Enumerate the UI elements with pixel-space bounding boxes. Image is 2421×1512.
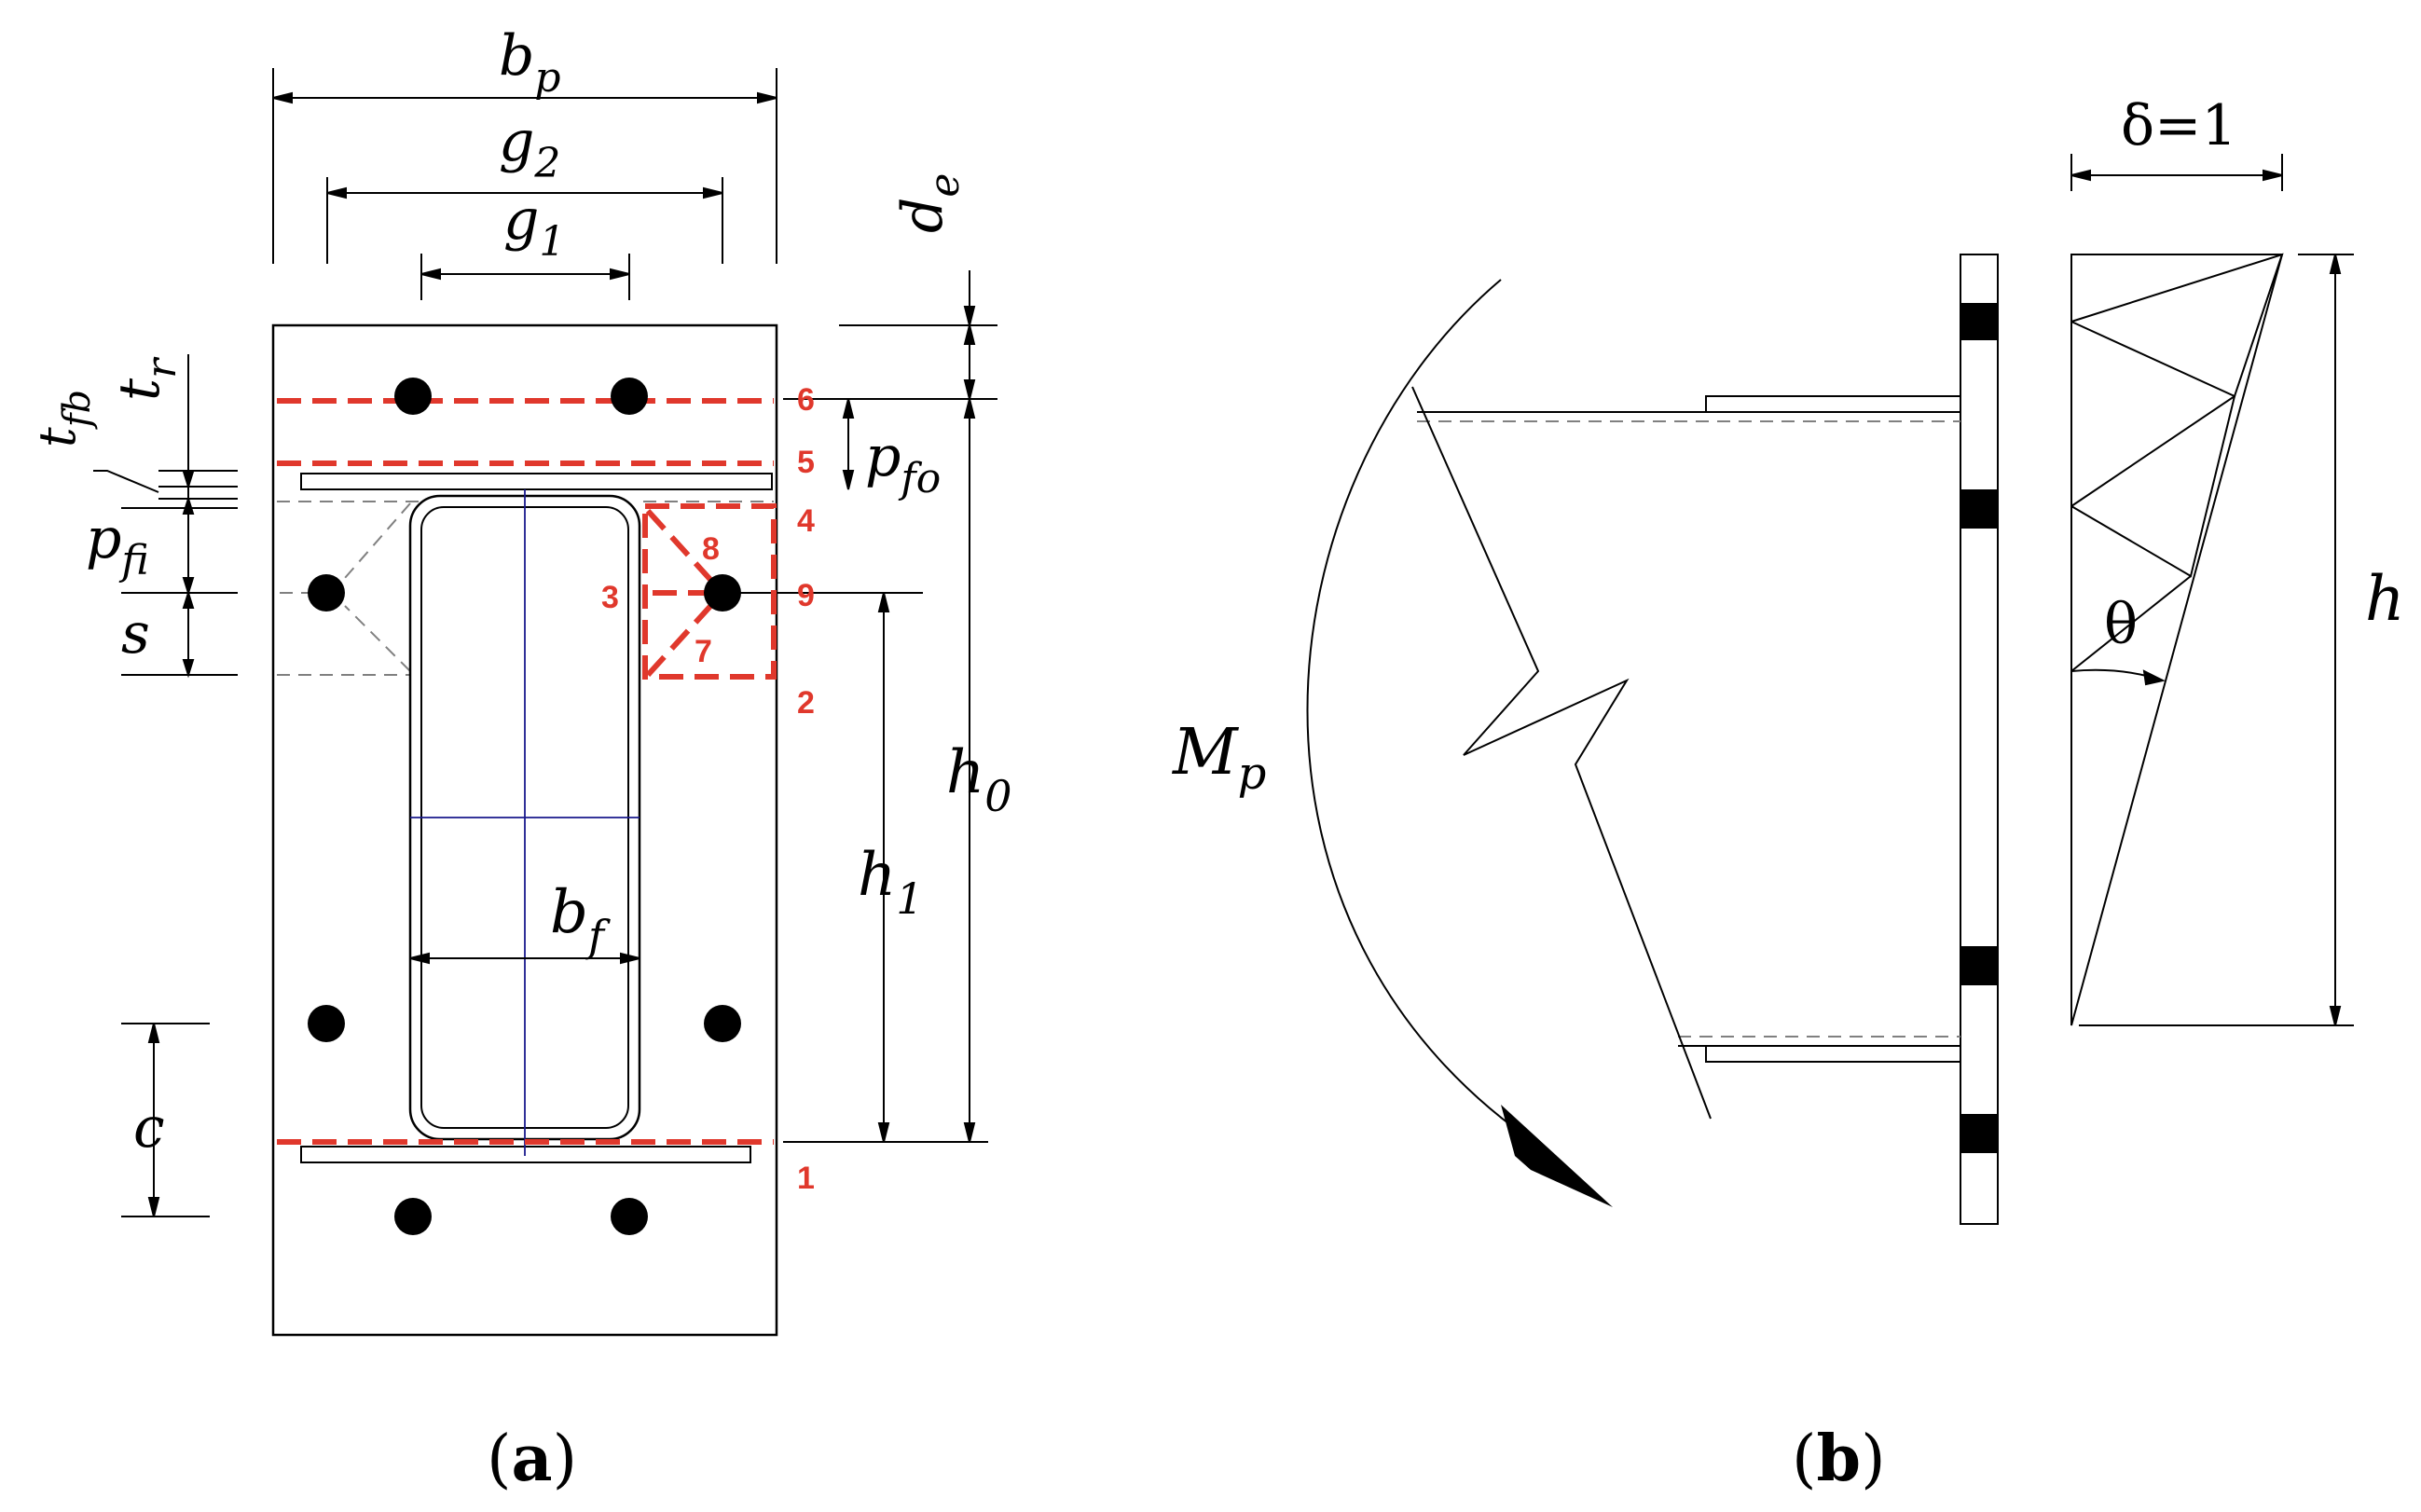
delta-dimension: [2070, 154, 2283, 191]
delta-label: δ=1: [2121, 93, 2237, 158]
end-plate: [271, 323, 778, 1337]
right-dimensions: [708, 270, 997, 1143]
bolt: [308, 1005, 345, 1042]
moment-label: Mp: [1171, 716, 1266, 800]
dim-pfi-label: pfi: [86, 506, 149, 584]
caption-b: (b): [1792, 1422, 1886, 1496]
end-plate-elevation: [1960, 254, 1999, 1225]
yield-line-8: 8: [702, 531, 720, 567]
bolt: [704, 574, 741, 612]
yield-line-1: 1: [797, 1161, 815, 1196]
yield-line-9: 9: [797, 578, 815, 613]
moment-arc: [1306, 279, 1548, 1152]
top-dimensions: [272, 68, 777, 300]
dim-c-label: c: [133, 1095, 165, 1161]
dim-s-label: s: [121, 601, 150, 667]
bolt: [611, 1198, 648, 1235]
caption-a: (a): [487, 1422, 577, 1496]
h-label: h: [2365, 563, 2405, 635]
theta-label: θ: [2104, 592, 2138, 657]
panel-a: bp g2 g1 de pfo h0 h1: [28, 23, 1012, 1496]
bolt: [394, 378, 432, 415]
dim-h0-label: h0: [946, 738, 1012, 821]
bolt: [611, 378, 648, 415]
dim-tr-label: tr: [107, 356, 186, 401]
rotation-diagram: [2070, 253, 2284, 1026]
panel-b: Mp θ δ=1 h (b): [1171, 93, 2405, 1496]
bolt-row: [1960, 303, 1998, 340]
top-flange: [300, 473, 773, 490]
bolt: [308, 574, 345, 612]
dim-h1-label: h1: [858, 841, 924, 924]
bolt-row: [1960, 489, 1998, 529]
beam-bottom-flange: [1678, 1036, 1961, 1063]
dim-de-label: de: [890, 173, 969, 233]
dim-g2-label: g2: [499, 109, 560, 187]
c-dimension: [121, 1023, 210, 1217]
left-dimensions: [93, 354, 238, 679]
dim-bp-label: bp: [499, 23, 561, 102]
bolt-row: [1960, 946, 1998, 985]
dim-g1-label: g1: [503, 187, 565, 266]
bolt: [704, 1005, 741, 1042]
beam-top-flange: [1417, 395, 1961, 422]
yield-line-2: 2: [797, 685, 815, 721]
dim-bf-label: bf: [550, 878, 611, 961]
yield-line-6: 6: [797, 382, 815, 418]
bf-dimension: [409, 952, 640, 965]
bolt: [394, 1198, 432, 1235]
yield-line-4: 4: [797, 503, 815, 539]
dim-pfo-label: pfo: [865, 424, 941, 502]
bolt-rows: [1960, 303, 1998, 1153]
bolts: [308, 378, 741, 1235]
moment-arrowhead: [1501, 1105, 1613, 1207]
bolt-row: [1960, 1114, 1998, 1153]
dim-tfb-label: tfb: [28, 390, 99, 447]
yield-line-3: 3: [601, 580, 619, 615]
yield-line-7: 7: [695, 634, 712, 669]
h-dimension: [2079, 254, 2354, 1026]
yield-line-5: 5: [797, 445, 815, 480]
stiffener-dashed-lines: [277, 501, 774, 676]
beam-break-line: [1411, 386, 1712, 1120]
bottom-flange: [300, 1146, 751, 1163]
